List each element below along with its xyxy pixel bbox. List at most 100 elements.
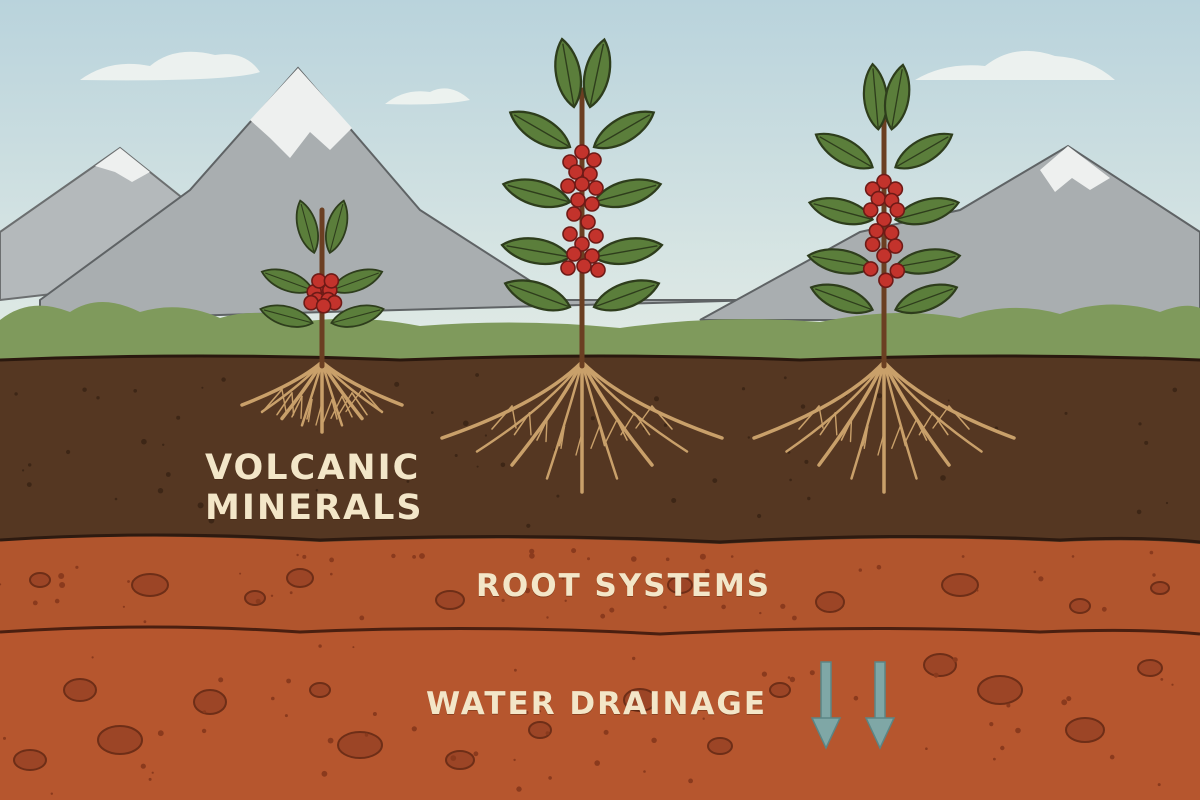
coffee-cherry bbox=[576, 258, 592, 274]
coffee-cherry bbox=[582, 166, 598, 182]
soil-speckle bbox=[22, 469, 25, 472]
soil-speckle bbox=[54, 598, 60, 604]
soil-speckle bbox=[151, 771, 154, 774]
soil-speckle bbox=[1172, 387, 1178, 393]
soil-speckle bbox=[1000, 745, 1005, 751]
rootlet bbox=[863, 425, 869, 449]
soil-speckle bbox=[364, 733, 369, 737]
soil-speckle bbox=[208, 517, 215, 524]
soil-speckle bbox=[516, 786, 522, 792]
soil-speckle bbox=[800, 404, 806, 409]
soil-speckle bbox=[1071, 555, 1075, 558]
leaf bbox=[295, 199, 319, 255]
rootlet bbox=[840, 418, 853, 441]
soil-speckle bbox=[197, 502, 204, 509]
rootlet bbox=[904, 418, 918, 443]
medium-coffee-plant bbox=[752, 62, 1016, 494]
snow-cap-left bbox=[95, 148, 150, 182]
rootlet bbox=[361, 388, 383, 414]
soil-stone bbox=[435, 590, 465, 610]
coffee-cherry bbox=[584, 196, 600, 212]
soil-speckle bbox=[787, 676, 791, 679]
rootlet bbox=[798, 405, 820, 430]
leaf bbox=[508, 110, 572, 150]
soil-speckle bbox=[1160, 678, 1164, 681]
soil-speckle bbox=[1064, 411, 1068, 415]
root bbox=[752, 360, 886, 440]
rootlet bbox=[513, 412, 531, 436]
soil-speckle bbox=[1157, 783, 1161, 787]
leaf bbox=[501, 178, 572, 209]
leaf bbox=[592, 279, 661, 312]
soil-speckle bbox=[454, 454, 458, 457]
soil-speckle bbox=[735, 581, 741, 588]
coffee-cherry bbox=[876, 173, 892, 190]
water-drainage-label: WATER DRAINAGE bbox=[426, 686, 768, 722]
soil-stone bbox=[941, 573, 979, 597]
soil-speckle bbox=[32, 600, 38, 606]
leaf bbox=[809, 283, 875, 315]
leaf bbox=[325, 199, 349, 255]
soil-speckle bbox=[28, 463, 32, 467]
coffee-cherry bbox=[883, 225, 900, 241]
soil-speckle bbox=[804, 459, 809, 464]
soil-speckle bbox=[1138, 422, 1142, 426]
soil-stone bbox=[1069, 598, 1091, 614]
coffee-cherry bbox=[862, 261, 879, 277]
soil-speckle bbox=[538, 692, 545, 699]
soil-stone bbox=[13, 749, 47, 771]
bottom-soil-layer bbox=[0, 626, 1200, 800]
coffee-cherry bbox=[580, 214, 596, 230]
soil-speckle bbox=[789, 676, 796, 683]
soil-speckle bbox=[127, 580, 130, 583]
root bbox=[580, 360, 724, 440]
soil-speckle bbox=[759, 611, 762, 615]
root-systems-label: ROOT SYSTEMS bbox=[476, 568, 772, 604]
soil-speckle bbox=[1171, 683, 1174, 686]
layer-boundary-1 bbox=[0, 533, 1200, 544]
soil-speckle bbox=[419, 553, 425, 559]
soil-stone bbox=[286, 568, 314, 588]
soil-speckle bbox=[162, 443, 165, 446]
root-system bbox=[752, 360, 1016, 494]
soil-speckle bbox=[82, 387, 87, 392]
soil-speckle bbox=[712, 478, 718, 483]
soil-speckle bbox=[284, 714, 288, 718]
soil-speckle bbox=[792, 615, 797, 621]
soil-speckle bbox=[201, 386, 204, 389]
coffee-cherry bbox=[566, 246, 582, 262]
soil-speckle bbox=[1136, 509, 1142, 515]
snow-cap-center bbox=[250, 68, 352, 158]
soil-speckle bbox=[500, 462, 506, 468]
soil-speckle bbox=[753, 569, 760, 576]
rootlet bbox=[276, 392, 293, 416]
soil-speckle bbox=[858, 568, 862, 572]
soil-speckle bbox=[643, 770, 646, 773]
root bbox=[580, 360, 619, 480]
soil-speckle bbox=[133, 389, 137, 393]
leaf bbox=[894, 132, 954, 170]
soil-speckle bbox=[114, 497, 118, 501]
soil-speckle bbox=[545, 731, 550, 735]
soil-speckle bbox=[58, 573, 65, 579]
soil-speckle bbox=[704, 568, 710, 574]
coffee-cherry bbox=[562, 226, 578, 242]
root bbox=[475, 360, 584, 453]
soil-speckle bbox=[91, 656, 94, 659]
coffee-plants bbox=[240, 37, 1016, 494]
coffee-cherry bbox=[588, 228, 604, 244]
soil-speckle bbox=[476, 465, 479, 468]
rootlet bbox=[834, 412, 838, 436]
soil-stone bbox=[528, 721, 552, 739]
coffee-cherry bbox=[560, 178, 576, 194]
soil-stone bbox=[815, 591, 845, 613]
soil-speckle bbox=[665, 557, 670, 562]
coffee-cherry bbox=[566, 206, 582, 222]
soil-speckle bbox=[1066, 696, 1072, 702]
soil-speckle bbox=[961, 555, 965, 558]
soil-speckle bbox=[1038, 576, 1044, 582]
soil-speckle bbox=[952, 657, 958, 663]
root bbox=[580, 360, 654, 467]
soil-stone bbox=[337, 731, 383, 759]
soil-speckle bbox=[933, 672, 939, 678]
